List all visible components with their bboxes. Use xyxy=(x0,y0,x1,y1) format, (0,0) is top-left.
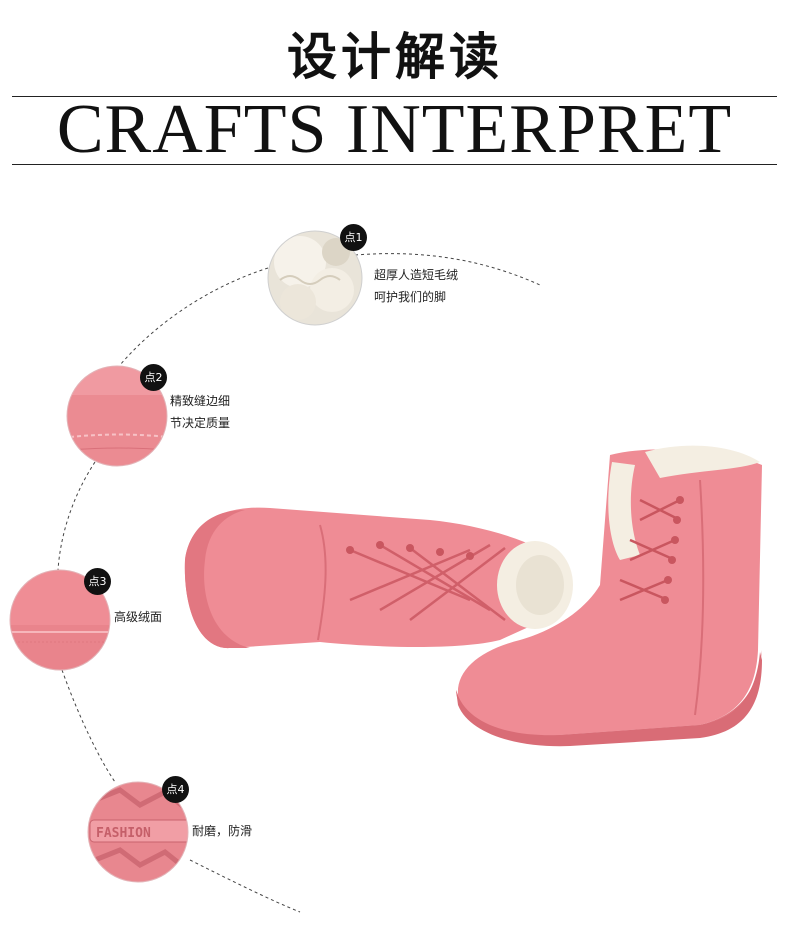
feature-description-line: 精致缝边细 xyxy=(170,394,231,408)
title-divider-bottom xyxy=(12,164,777,165)
feature-badge-4: 点4 xyxy=(162,776,189,803)
sole-brand-text: FASHION xyxy=(96,826,151,841)
feature-description-2: 精致缝边细 节决定质量 xyxy=(170,390,230,434)
feature-badge-1: 点1 xyxy=(340,224,367,251)
boot-illustration-left xyxy=(184,507,573,649)
boot-illustration-right xyxy=(456,445,762,747)
feature-badge-2: 点2 xyxy=(140,364,167,391)
dashed-connector-arc xyxy=(57,253,541,913)
feature-description-3: 高级绒面 xyxy=(114,606,162,628)
feature-description-1: 超厚人造短毛绒 呵护我们的脚 xyxy=(374,264,458,308)
feature-badge-3: 点3 xyxy=(84,568,111,595)
feature-description-4: 耐磨，防滑 xyxy=(192,820,252,842)
feature-description-line: 耐磨，防滑 xyxy=(192,824,253,838)
feature-description-line: 超厚人造短毛绒 xyxy=(374,268,459,282)
feature-description-line: 高级绒面 xyxy=(114,610,163,624)
feature-description-line: 呵护我们的脚 xyxy=(374,290,447,304)
fur-lining-thumbnail xyxy=(268,231,362,325)
title-divider-top xyxy=(12,96,777,97)
page-title-cn: 设计解读 xyxy=(287,28,503,86)
feature-description-line: 节决定质量 xyxy=(170,416,231,430)
page-title-en: CRAFTS INTERPRET xyxy=(56,91,733,168)
